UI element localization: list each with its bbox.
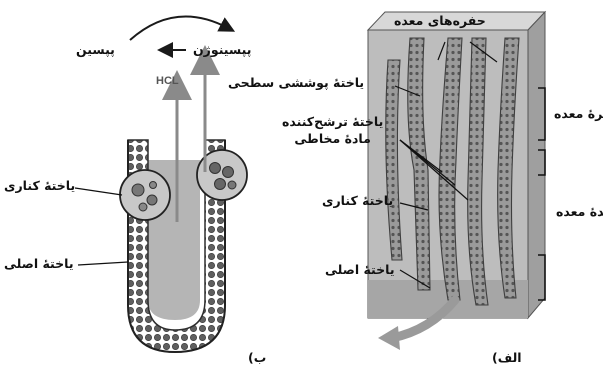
- pepsinogen-label: پپسینوژن: [193, 42, 251, 57]
- surface-mucous-cell-label: یاختهٔ پوششی سطحی: [228, 75, 364, 90]
- curved-arrow: [130, 16, 228, 40]
- gastric-pits-label: حفره‌های معده: [394, 13, 486, 28]
- mucus-secreting-cell-line1: یاختهٔ ترشح‌کننده: [282, 114, 383, 131]
- caption-b: ب): [248, 350, 266, 365]
- chief-cell-label-a: یاختهٔ اصلی: [325, 262, 395, 277]
- pepsin-label: پپسین: [76, 42, 115, 57]
- parietal-cell-circle: [120, 170, 170, 220]
- chief-cell-label-b: یاختهٔ اصلی: [4, 256, 74, 271]
- mucus-secreting-cell-line2: مادهٔ مخاطی: [282, 131, 383, 148]
- parietal-cell-label-b: یاختهٔ کناری: [4, 178, 75, 193]
- caption-a: الف): [492, 350, 522, 365]
- gastric-gland-side-label: غدهٔ معده: [556, 204, 603, 219]
- mucus-secreting-cell-label: یاختهٔ ترشح‌کننده مادهٔ مخاطی: [282, 114, 383, 148]
- gastric-pit-side-label: حفرهٔ معده: [554, 106, 603, 121]
- parietal-cell-label-a: یاختهٔ کناری: [322, 193, 393, 208]
- hcl-label: HCL: [156, 75, 179, 87]
